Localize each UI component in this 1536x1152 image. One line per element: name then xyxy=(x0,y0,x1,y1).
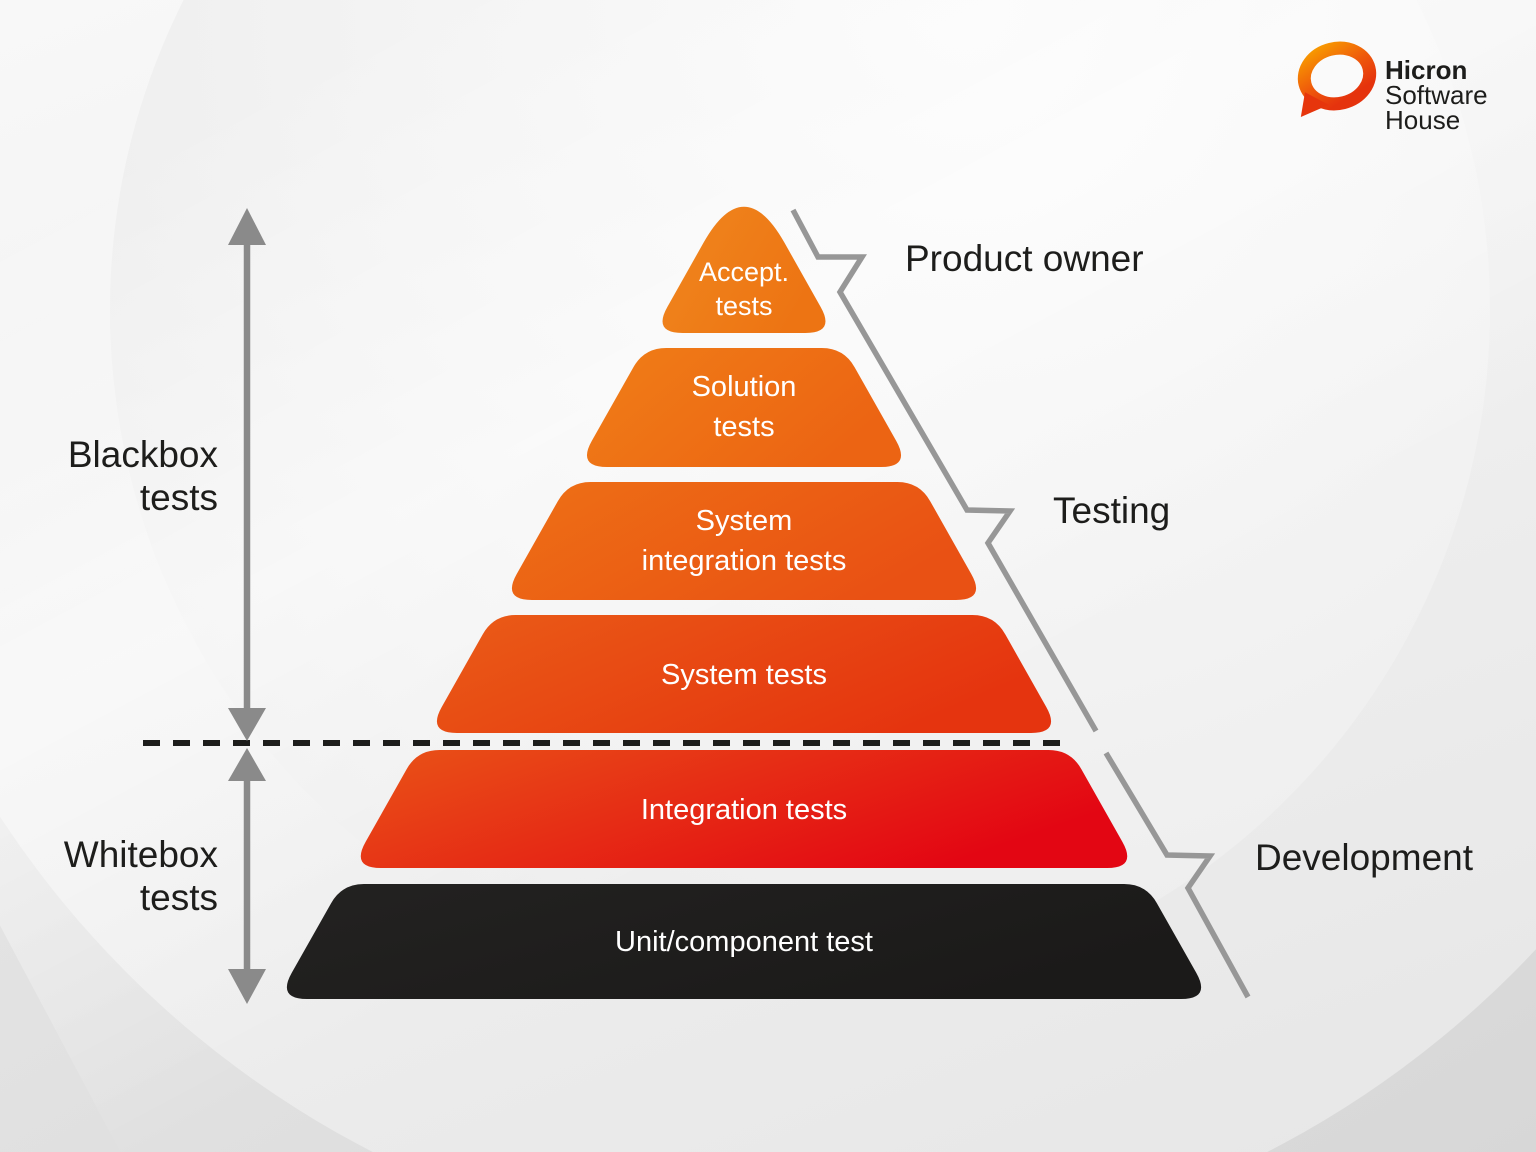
pyramid-level-2 xyxy=(511,482,977,600)
roles-bracket xyxy=(790,208,1251,999)
level-label-system-tests: System tests xyxy=(661,659,827,691)
level-label-unit-component-test: Unit/component test xyxy=(615,926,873,958)
level-label-system-integration-tests: System integration tests xyxy=(641,505,847,577)
pyramid-level-5 xyxy=(286,884,1202,999)
pyramid-level-0 xyxy=(662,206,826,333)
pyramid xyxy=(286,206,1202,999)
level-label-solution-tests: Solution tests xyxy=(691,371,797,443)
whitebox-tests-label: Whitebox tests xyxy=(63,834,218,918)
hicron-wordmark: Hicron Software House xyxy=(1385,55,1488,135)
whitebox-range-arrow xyxy=(228,748,266,1004)
blackbox-range-arrow xyxy=(228,208,266,741)
blackbox-tests-label: Blackbox tests xyxy=(67,434,218,518)
product-owner-label: Product owner xyxy=(905,238,1144,279)
pyramid-level-3 xyxy=(436,615,1052,733)
level-label-accept-tests: Accept. tests xyxy=(698,257,790,321)
pyramid-level-4 xyxy=(360,750,1128,868)
hicron-logo-icon xyxy=(1297,41,1377,117)
pyramid-level-1 xyxy=(586,348,902,467)
testing-label: Testing xyxy=(1053,490,1171,531)
development-label: Development xyxy=(1255,837,1474,878)
level-label-integration-tests: Integration tests xyxy=(640,794,848,826)
